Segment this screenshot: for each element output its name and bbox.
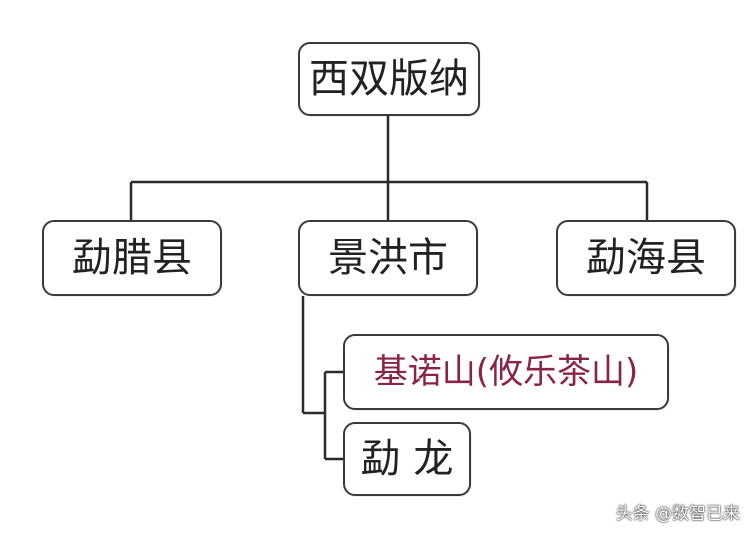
- node-jinghongshi: 景洪市: [298, 220, 478, 296]
- node-menglaxian: 勐腊县: [42, 220, 222, 296]
- node-label-jinuoshan: 基诺山(攸乐茶山): [373, 352, 639, 392]
- node-menghaixian: 勐海县: [556, 220, 736, 296]
- node-menglong: 勐 龙: [343, 422, 471, 496]
- node-jinuoshan: 基诺山(攸乐茶山): [343, 334, 669, 410]
- node-xishuangbanna: 西双版纳: [298, 42, 480, 116]
- node-label-menglong: 勐 龙: [360, 436, 454, 482]
- node-label-menghaixian: 勐海县: [586, 235, 706, 281]
- watermark-text: 头条 @数智已来: [615, 504, 740, 524]
- node-label-menglaxian: 勐腊县: [72, 235, 192, 281]
- node-label-jinghongshi: 景洪市: [328, 235, 448, 281]
- node-label-xishuangbanna: 西双版纳: [309, 56, 469, 102]
